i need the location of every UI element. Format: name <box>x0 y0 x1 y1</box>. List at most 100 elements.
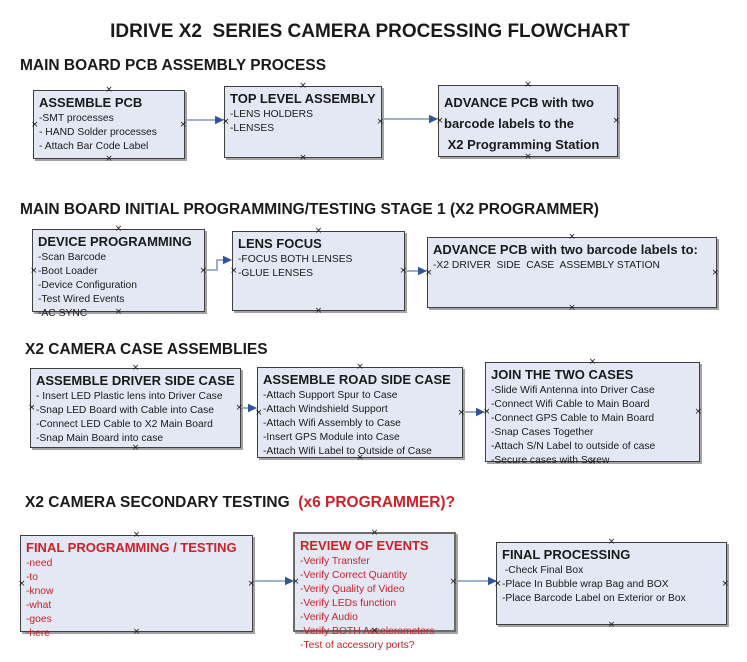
box-item: -Attach Support Spur to Case <box>263 390 398 401</box>
box-items: -need -to -know -what -goes -here <box>26 557 247 641</box>
flow-box-lens-focus[interactable]: LENS FOCUS -FOCUS BOTH LENSES-GLUE LENSE… <box>230 227 407 316</box>
connection-handle-icon: × <box>114 307 123 317</box>
box-item: -Place In Bubble wrap Bag and BOX <box>502 579 669 590</box>
box-item: -Verify BOTH Accelerometers <box>300 626 435 637</box>
box-title: REVIEW OF EVENTS <box>300 538 429 553</box>
connection-handle-icon: × <box>235 403 243 413</box>
connection-handle-icon: × <box>607 620 616 630</box>
connection-handle-icon: × <box>607 537 616 547</box>
connection-handle-icon: × <box>370 528 379 538</box>
box-item: -Attach Wifi Assembly to Case <box>263 418 401 429</box>
connection-handle-icon: × <box>199 265 207 276</box>
flow-box-assemble-road-side-case[interactable]: ASSEMBLE ROAD SIDE CASE -Attach Support … <box>255 362 465 463</box>
box-items: - Insert LED Plastic lens into Driver Ca… <box>36 390 235 446</box>
section-heading-initial-programming: MAIN BOARD INITIAL PROGRAMMING/TESTING S… <box>20 201 599 219</box>
connection-handle-icon: × <box>449 577 457 587</box>
box-item: -here <box>26 628 51 639</box>
connection-handle-icon: × <box>18 578 26 589</box>
flow-box-device-programming[interactable]: DEVICE PROGRAMMING -Scan Barcode-Boot Lo… <box>30 225 207 320</box>
connection-handle-icon: × <box>588 357 597 367</box>
flow-box-final-programming-testing[interactable]: FINAL PROGRAMMING / TESTING -need -to -kno… <box>18 531 255 640</box>
connection-handle-icon: × <box>436 116 444 126</box>
box-item: -Connect Wifi Cable to Main Board <box>491 399 650 410</box>
connection-handle-icon: × <box>131 363 140 373</box>
connection-handle-icon: × <box>299 153 307 163</box>
box-item: -Verify Correct Quantity <box>300 570 408 581</box>
section-heading-text: MAIN BOARD INITIAL PROGRAMMING/TESTING S… <box>20 201 599 218</box>
connection-handle-icon: × <box>105 154 113 164</box>
section-heading-suffix: (x6 PROGRAMMER)? <box>294 494 456 511</box>
box-title: ADVANCE PCB with two barcode labels to: <box>433 242 698 257</box>
section-heading-text: MAIN BOARD PCB ASSEMBLY PROCESS <box>20 57 327 74</box>
box-item: -Connect GPS Cable to Main Board <box>491 413 655 424</box>
flow-arrow <box>406 266 427 276</box>
box-title: TOP LEVEL ASSEMBLY <box>230 91 376 106</box>
box-item: - HAND Solder processes <box>39 127 157 138</box>
flow-arrow <box>254 576 294 586</box>
box-item: -what <box>26 600 52 611</box>
box-items: -Attach Support Spur to Case-Attach Wind… <box>263 389 457 459</box>
box-items: -Scan Barcode-Boot Loader-Device Configu… <box>38 251 199 321</box>
box-item: -Boot Loader <box>38 266 98 277</box>
connection-handle-icon: × <box>588 457 597 467</box>
box-item: -goes <box>26 614 52 625</box>
section-heading-pcb-assembly: MAIN BOARD PCB ASSEMBLY PROCESS <box>20 57 326 75</box>
connection-handle-icon: × <box>28 403 36 413</box>
connection-handle-icon: × <box>524 80 532 90</box>
connection-handle-icon: × <box>399 266 407 276</box>
connection-handle-icon: × <box>222 117 230 127</box>
box-item: -Snap LED Board with Cable into Case <box>36 405 215 416</box>
box-item: - Attach Bar Code Label <box>39 141 149 152</box>
connection-handle-icon: × <box>230 266 238 276</box>
flow-box-final-processing[interactable]: FINAL PROCESSING -Check Final Box-Place … <box>494 537 729 630</box>
connection-handle-icon: × <box>568 232 576 242</box>
flow-box-advance-pcb-case-assembly[interactable]: ADVANCE PCB with two barcode labels to: … <box>425 232 719 313</box>
box-item: -Slide Wifi Antenna into Driver Case <box>491 385 655 396</box>
box-items: -SMT processes - HAND Solder processes - A… <box>39 112 179 154</box>
box-item: -Scan Barcode <box>38 252 107 263</box>
box-item: -Snap Main Board into case <box>36 433 164 444</box>
connection-handle-icon: × <box>425 267 433 278</box>
connection-handle-icon: × <box>524 152 532 162</box>
flow-box-assemble-pcb[interactable]: ASSEMBLE PCB -SMT processes- HAND Solder… <box>31 85 187 164</box>
connection-handle-icon: × <box>612 116 620 126</box>
connection-handle-icon: × <box>376 117 384 127</box>
connection-handle-icon: × <box>694 407 702 417</box>
box-item: -Attach Wifi Label to Outside of Case <box>263 446 432 457</box>
box-item: -SMT processes <box>39 113 114 124</box>
connection-handle-icon: × <box>457 407 465 418</box>
box-item: -AC SYNC <box>38 308 88 319</box>
connection-handle-icon: × <box>131 443 140 453</box>
flow-box-advance-pcb-programming-station[interactable]: ADVANCE PCB with two barcode labels to t… <box>436 80 620 162</box>
box-item: -Snap Cases Together <box>491 427 594 438</box>
box-item: -to <box>26 572 39 583</box>
flowchart-title: IDRIVE X2 SERIES CAMERA PROCESSING FLOWC… <box>110 21 630 42</box>
connection-handle-icon: × <box>105 85 113 95</box>
box-item: -Verify Quality of Video <box>300 584 405 595</box>
flow-arrow <box>464 407 485 417</box>
box-item: -LENSES <box>230 123 275 134</box>
box-item: -need <box>26 558 53 569</box>
box-item: -know <box>26 586 54 597</box>
flow-box-assemble-driver-side-case[interactable]: ASSEMBLE DRIVER SIDE CASE - Insert LED P… <box>28 363 243 453</box>
box-title: JOIN THE TWO CASES <box>491 367 634 382</box>
box-item: -Test Wired Events <box>38 294 125 305</box>
box-item: - Insert LED Plastic lens into Driver Ca… <box>36 391 223 402</box>
box-title: FINAL PROGRAMMING / TESTING <box>26 540 237 555</box>
connection-handle-icon: × <box>483 407 491 417</box>
box-title: LENS FOCUS <box>238 236 322 251</box>
box-item: -Connect LED Cable to X2 Main Board <box>36 419 213 430</box>
box-items: -Check Final Box-Place In Bubble wrap Ba… <box>502 564 721 606</box>
connection-handle-icon: × <box>356 362 364 372</box>
box-item: -X2 DRIVER SIDE CASE ASSEMBLY STATION <box>433 260 660 271</box>
flow-box-top-level-assembly[interactable]: TOP LEVEL ASSEMBLY -LENS HOLDERS-LENSES … <box>222 82 384 163</box>
flow-box-join-the-two-cases[interactable]: JOIN THE TWO CASES -Slide Wifi Antenna i… <box>483 357 702 467</box>
box-item: -Verify Audio <box>300 612 358 623</box>
box-title: FINAL PROCESSING <box>502 547 631 562</box>
flow-box-review-of-events[interactable]: REVIEW OF EVENTS -Verify Transfer-Verify… <box>292 528 457 652</box>
connection-handle-icon: × <box>30 265 38 276</box>
connection-handle-icon: × <box>132 627 141 637</box>
box-items: -FOCUS BOTH LENSES-GLUE LENSES <box>238 253 399 281</box>
connection-handle-icon: × <box>31 119 39 130</box>
